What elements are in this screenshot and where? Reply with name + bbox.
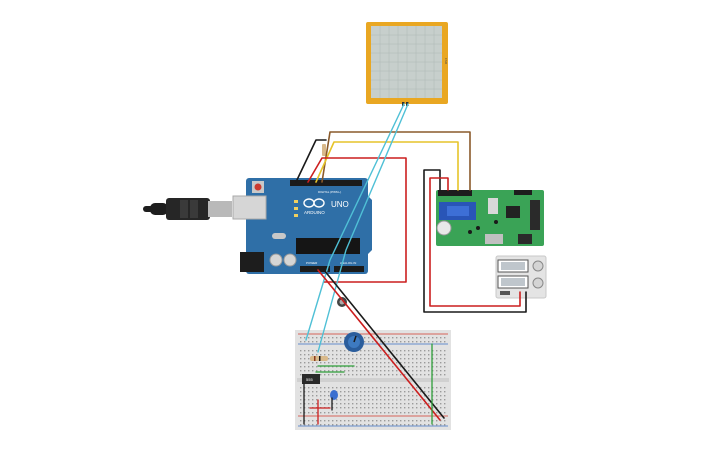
- wire-red-diagonal[interactable]: [317, 269, 441, 421]
- wire-red-module[interactable]: [429, 177, 521, 307]
- arduino-uno-board[interactable]: ARDUINO UNO DIGITAL (PWM~) POWER ANALOG …: [232, 178, 372, 274]
- analog-label: ANALOG IN: [340, 261, 356, 265]
- power-header[interactable]: [300, 266, 330, 272]
- force-sensor[interactable]: FSR: [366, 22, 448, 106]
- wire-cyan-2[interactable]: [317, 103, 409, 353]
- atmega-chip: [296, 238, 360, 254]
- capacitor: [269, 253, 283, 267]
- driver-module[interactable]: [436, 190, 544, 246]
- timer-ic[interactable]: 555: [302, 374, 320, 384]
- usb-socket: [232, 195, 267, 220]
- usb-cable[interactable]: [143, 198, 232, 220]
- infinity-logo-icon: [303, 198, 325, 208]
- ic-label: 555: [306, 377, 313, 382]
- fsr-side-label: FSR: [444, 58, 448, 65]
- wire-black-diagonal[interactable]: [323, 269, 445, 419]
- pullup-resistor: [322, 144, 326, 156]
- analog-header[interactable]: [334, 266, 364, 272]
- module-capacitor: [436, 220, 452, 236]
- module-header[interactable]: [438, 190, 472, 196]
- resistor[interactable]: [310, 356, 328, 361]
- capacitor: [283, 253, 297, 267]
- dc-jack: [240, 252, 264, 272]
- potentiometer[interactable]: [344, 332, 364, 352]
- arduino-model-text: UNO: [331, 200, 349, 209]
- digital-header-label: DIGITAL (PWM~): [318, 190, 341, 194]
- wire-red-arduino[interactable]: [307, 157, 407, 283]
- breadboard[interactable]: [295, 330, 451, 430]
- ceramic-capacitor[interactable]: [330, 390, 338, 400]
- wire-brown[interactable]: [321, 131, 471, 191]
- arduino-logo-text: ARDUINO: [304, 210, 325, 215]
- wire-black-module[interactable]: [423, 169, 527, 313]
- wire-cyan-1[interactable]: [305, 103, 405, 341]
- digital-header[interactable]: [290, 180, 362, 186]
- power-label: POWER: [306, 261, 318, 265]
- wire-black-arduino-top[interactable]: [295, 139, 327, 183]
- wire-yellow[interactable]: [315, 141, 459, 191]
- power-supply[interactable]: [495, 255, 547, 299]
